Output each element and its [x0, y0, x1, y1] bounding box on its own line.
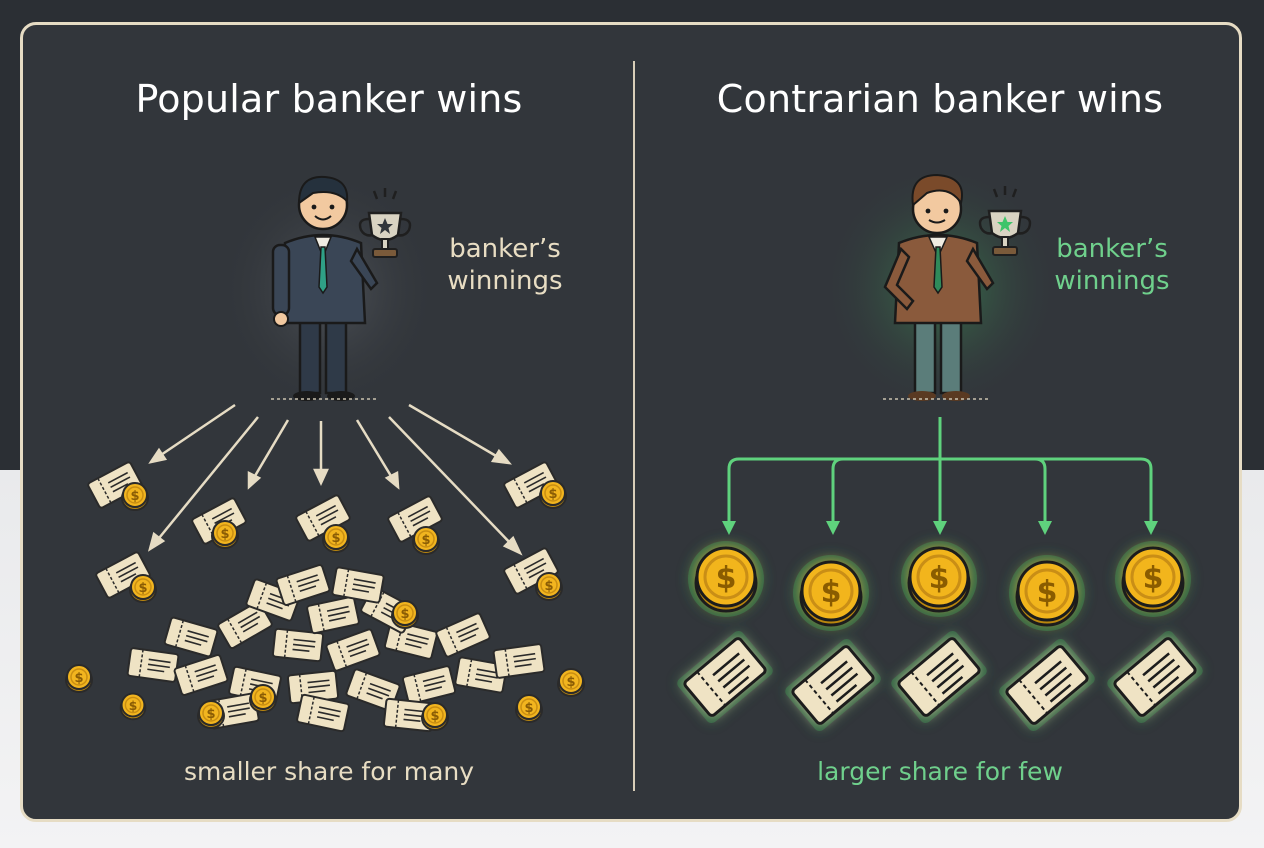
arrowheads: [722, 521, 1158, 535]
ticket-icon: [891, 631, 987, 723]
contrarian-banker-figure: [821, 162, 1061, 412]
comparison-card: $ $: [20, 22, 1242, 822]
ticket-icon: [502, 546, 563, 601]
ticket-icon: [1107, 631, 1203, 723]
winnings-label-line1: banker’s: [449, 234, 561, 264]
ticket-icon: [190, 496, 248, 549]
winnings-label-line2: winnings: [447, 266, 563, 296]
contrarian-winnings-label: banker’s winnings: [1037, 233, 1187, 297]
popular-caption: smaller share for many: [183, 757, 475, 786]
ticket-icon: [386, 494, 444, 555]
ticket-icon: [677, 631, 773, 723]
contrarian-caption: larger share for few: [817, 757, 1063, 786]
trophy-icon: [358, 186, 412, 259]
popular-panel-title: Popular banker wins: [135, 77, 523, 121]
ticket-icon: [94, 550, 157, 603]
illustration: $ $: [65, 162, 1203, 733]
ticket-icon: [294, 493, 352, 553]
ticket-icon: [785, 639, 881, 731]
dollar-coin-icon: [1009, 555, 1085, 631]
ticket-icon: [502, 460, 567, 510]
distribution-arrows: [727, 417, 1153, 525]
popular-winnings-label: banker’s winnings: [435, 233, 575, 297]
dollar-coin-icon: [688, 541, 764, 617]
distribution-arrows: [147, 403, 523, 556]
contrarian-panel-title: Contrarian banker wins: [716, 77, 1164, 121]
winnings-label-line1: banker’s: [1056, 234, 1168, 264]
dollar-coin-icon: [901, 541, 977, 617]
dollar-coin-icon: [1115, 541, 1191, 617]
ticket-pile: [126, 563, 546, 733]
winnings-label-line2: winnings: [1054, 266, 1170, 296]
dollar-coin-icon: [793, 555, 869, 631]
panel-divider: [633, 61, 635, 791]
trophy-icon: [978, 184, 1032, 257]
ticket-icon: [999, 639, 1095, 731]
popular-banker-figure: [218, 170, 438, 410]
ticket-icon: [86, 460, 149, 511]
